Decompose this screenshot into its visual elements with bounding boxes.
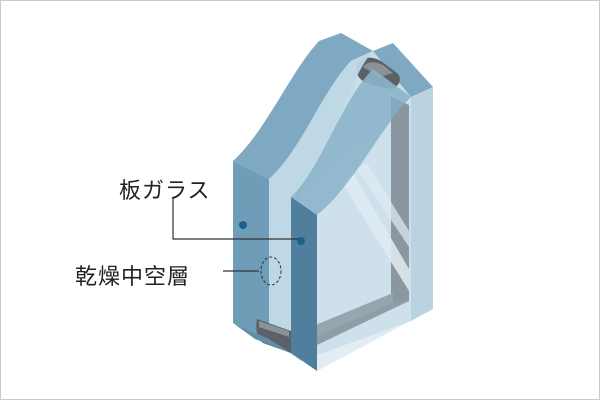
marker-dot-front-pane — [239, 221, 247, 229]
middle-pane-front-edge — [291, 197, 317, 371]
label-plate-glass: 板ガラス — [119, 179, 211, 204]
middle-pane-top-edge — [291, 69, 411, 215]
front-pane-top-edge — [233, 33, 373, 179]
front-pane-bottom-edge — [233, 323, 291, 353]
bottom-spacer-highlight — [259, 321, 289, 337]
leader-line-plate-glass — [172, 197, 301, 240]
label-dry-air-layer: 乾燥中空層 — [75, 265, 191, 290]
front-pane-left-edge — [233, 161, 269, 339]
marker-dot-middle-pane — [297, 237, 305, 245]
top-spacer-highlight — [363, 62, 393, 77]
dry-air-layer-marker — [260, 256, 282, 286]
middle-pane-face — [317, 87, 433, 371]
